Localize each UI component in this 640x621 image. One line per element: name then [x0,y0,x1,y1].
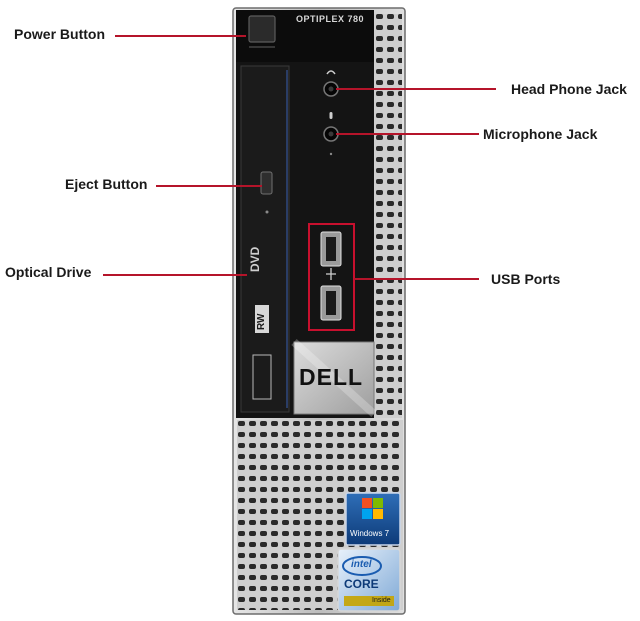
headphone-jack-label: Head Phone Jack [511,81,627,97]
optical-callout-line [103,274,247,276]
inside-text: Inside [372,597,391,604]
headphone-icon [326,70,336,75]
power-button-label: Power Button [14,26,105,42]
eject-button [260,171,273,195]
rw-logo: RW [256,313,267,330]
mic-icon [329,112,333,119]
eject-callout-line [156,185,262,187]
microphone-callout-line [336,133,479,135]
optical-drive-label: Optical Drive [5,264,92,280]
eject-button-label: Eject Button [65,176,148,192]
vent-strip [374,14,402,418]
intel-core-badge [337,548,401,612]
model-label: OPTIPLEX 780 [296,14,365,24]
power-button [248,15,276,43]
intel-text: intel [351,559,372,570]
power-callout-line [115,35,246,37]
cd-logo [252,354,272,400]
optical-drive [240,65,290,413]
usb-highlight [308,223,355,331]
core-text: CORE [344,577,379,591]
usb-icon [326,268,336,280]
microphone-jack-label: Microphone Jack [483,126,598,142]
usb-callout-line [354,278,479,280]
windows7-text: Windows 7 [350,529,390,538]
usb-ports-label: USB Ports [491,271,561,287]
rw-logo-box [255,305,269,333]
dell-plate [293,341,375,415]
dvd-logo: DVD [248,246,262,272]
dell-logo: DELL [299,364,364,390]
headphone-callout-line [336,88,496,90]
